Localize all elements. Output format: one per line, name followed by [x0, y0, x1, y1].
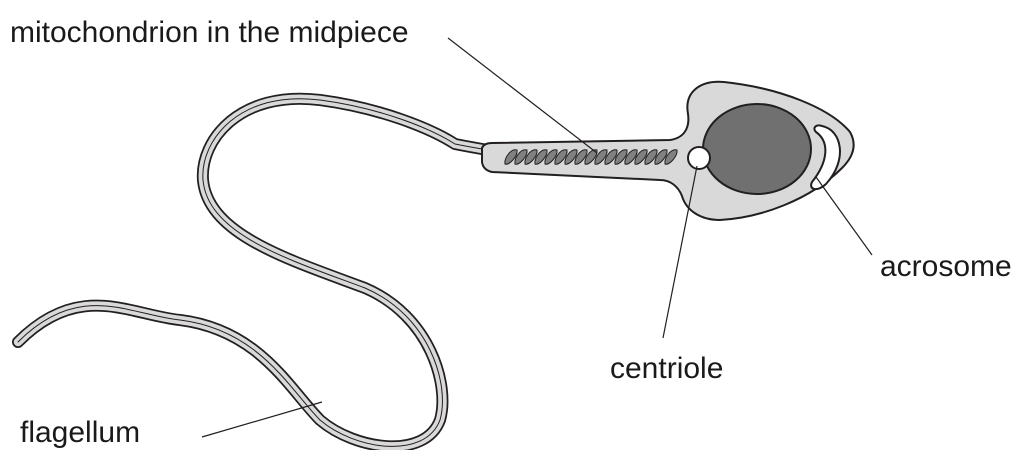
- centriole-label: centriole: [610, 354, 723, 384]
- acrosome-label: acrosome: [880, 252, 1012, 282]
- flagellum-leader-line: [202, 402, 322, 437]
- flagellum-tail: [18, 99, 488, 447]
- flagellum-label: flagellum: [20, 418, 140, 448]
- acrosome-leader-line: [816, 177, 872, 255]
- nucleus: [703, 104, 811, 194]
- mitochondrion-leader-line: [448, 38, 597, 153]
- mitochondria-spiral: [505, 150, 677, 165]
- mitochondrion-label: mitochondrion in the midpiece: [10, 18, 409, 48]
- centriole-shape: [688, 147, 710, 169]
